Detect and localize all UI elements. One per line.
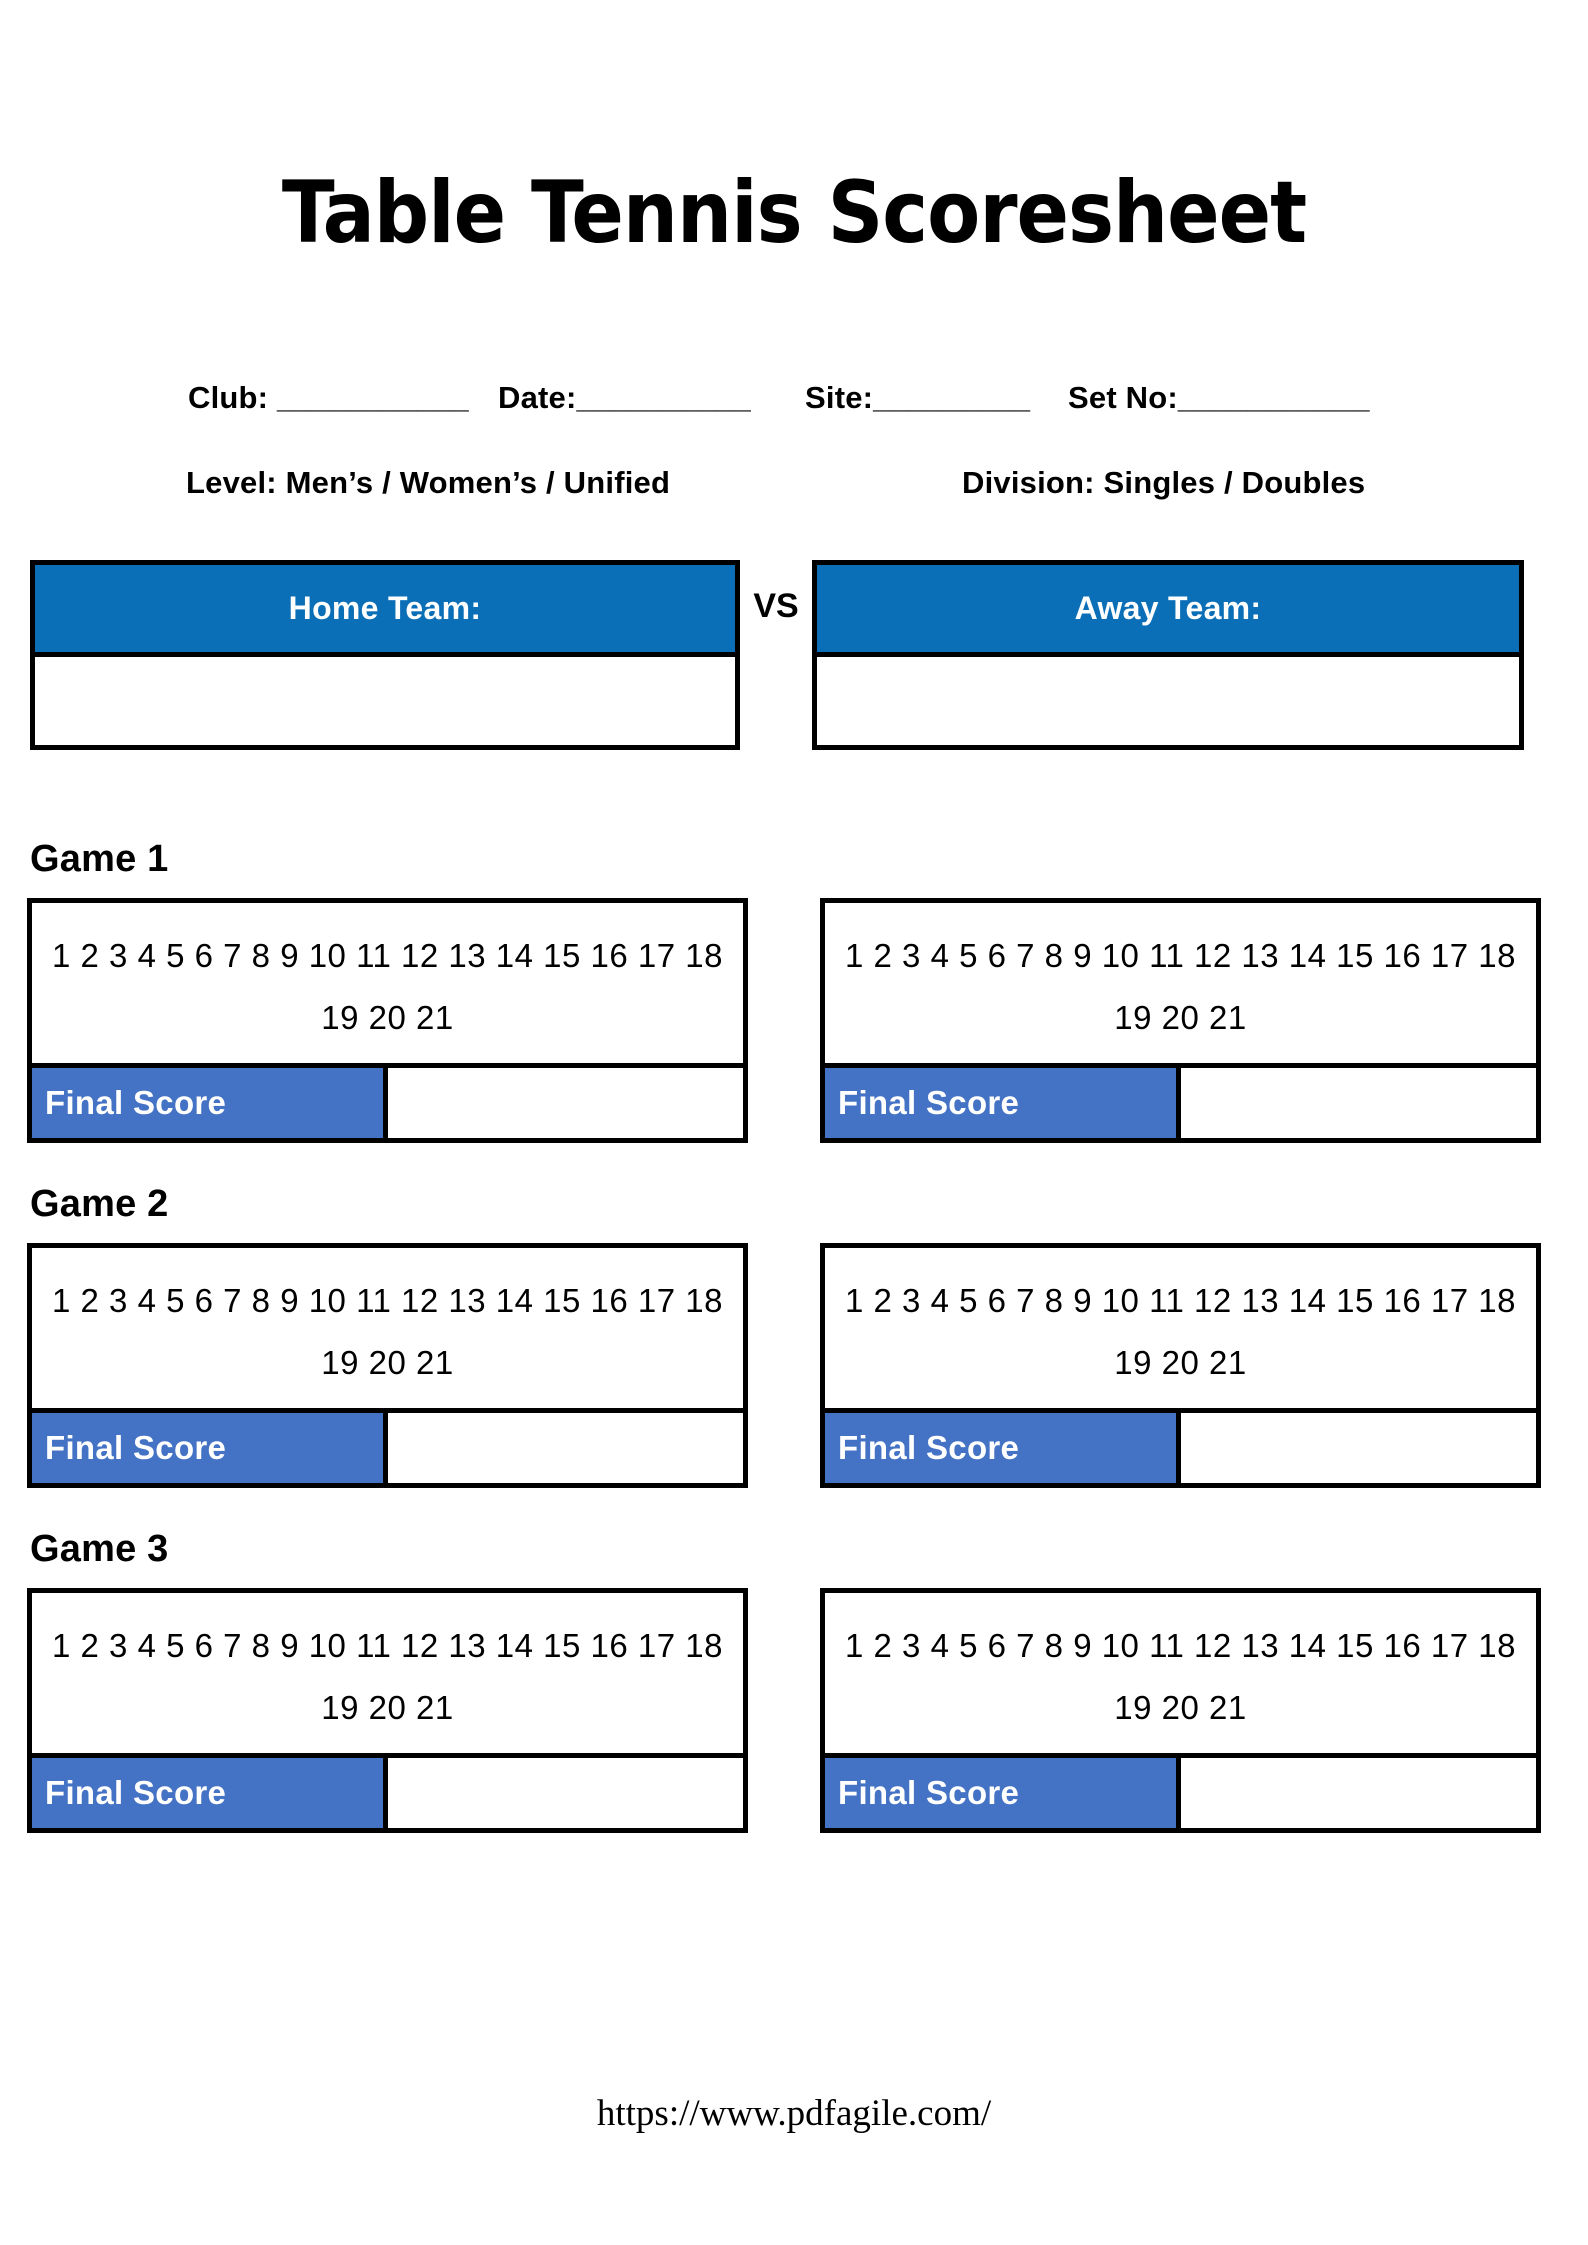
game-3-away-numbers-line-2: 19 20 21 [1114,1689,1247,1726]
game-2-home-final-row: Final Score [32,1413,743,1483]
game-1-home-final-score-label: Final Score [32,1068,388,1138]
game-1-away-numbers[interactable]: 1 2 3 4 5 6 7 8 9 10 11 12 13 14 15 16 1… [825,903,1536,1068]
game-1-away-numbers-line-1: 1 2 3 4 5 6 7 8 9 10 11 12 13 14 15 16 1… [845,937,1516,974]
game-1-home-final-score-input[interactable] [387,1068,743,1138]
game-2-away-final-row: Final Score [825,1413,1536,1483]
game-2-home-final-score-input[interactable] [387,1413,743,1483]
info-line-level-division: Level: Men’s / Women’s / Unified Divisio… [0,465,1588,505]
game-1-away-final-score-label: Final Score [825,1068,1181,1138]
game-grid-1: 1 2 3 4 5 6 7 8 9 10 11 12 13 14 15 16 1… [0,898,1588,1148]
game-label-2: Game 2 [30,1183,169,1225]
game-3-home-final-score-input[interactable] [387,1758,743,1828]
game-3-home-score-box: 1 2 3 4 5 6 7 8 9 10 11 12 13 14 15 16 1… [27,1588,748,1833]
game-1-home-numbers[interactable]: 1 2 3 4 5 6 7 8 9 10 11 12 13 14 15 16 1… [32,903,743,1068]
game-3-away-final-score-label: Final Score [825,1758,1181,1828]
page-title: Table Tennis Scoresheet [281,163,1307,263]
game-3-home-numbers-line-2: 19 20 21 [321,1689,454,1726]
game-2-away-numbers-line-2: 19 20 21 [1114,1344,1247,1381]
away-team-box: Away Team: [812,560,1524,750]
game-2-away-final-score-label: Final Score [825,1413,1181,1483]
away-team-header: Away Team: [817,565,1519,657]
game-1-away-numbers-line-2: 19 20 21 [1114,999,1247,1036]
game-2-home-numbers-line-1: 1 2 3 4 5 6 7 8 9 10 11 12 13 14 15 16 1… [52,1282,723,1319]
game-label-3: Game 3 [30,1528,169,1570]
footer-url[interactable]: https://www.pdfagile.com/ [596,2093,992,2134]
game-3-away-numbers-line-1: 1 2 3 4 5 6 7 8 9 10 11 12 13 14 15 16 1… [845,1627,1516,1664]
game-3-away-final-row: Final Score [825,1758,1536,1828]
division-field[interactable]: Division: Singles / Doubles [962,465,1366,500]
date-field[interactable]: Date:__________ [498,380,751,415]
game-3-home-numbers-line-1: 1 2 3 4 5 6 7 8 9 10 11 12 13 14 15 16 1… [52,1627,723,1664]
home-team-header: Home Team: [35,565,735,657]
game-grid-3: 1 2 3 4 5 6 7 8 9 10 11 12 13 14 15 16 1… [0,1588,1588,1838]
game-1-home-final-row: Final Score [32,1068,743,1138]
home-team-input[interactable] [35,657,735,745]
home-team-box: Home Team: [30,560,740,750]
level-field[interactable]: Level: Men’s / Women’s / Unified [186,465,671,500]
game-1-away-score-box: 1 2 3 4 5 6 7 8 9 10 11 12 13 14 15 16 1… [820,898,1541,1143]
away-team-input[interactable] [817,657,1519,745]
game-1-home-numbers-line-2: 19 20 21 [321,999,454,1036]
game-2-home-final-score-label: Final Score [32,1413,388,1483]
game-2-home-score-box: 1 2 3 4 5 6 7 8 9 10 11 12 13 14 15 16 1… [27,1243,748,1488]
game-2-away-numbers[interactable]: 1 2 3 4 5 6 7 8 9 10 11 12 13 14 15 16 1… [825,1248,1536,1413]
game-3-away-score-box: 1 2 3 4 5 6 7 8 9 10 11 12 13 14 15 16 1… [820,1588,1541,1833]
game-grid-2: 1 2 3 4 5 6 7 8 9 10 11 12 13 14 15 16 1… [0,1243,1588,1493]
game-3-home-numbers[interactable]: 1 2 3 4 5 6 7 8 9 10 11 12 13 14 15 16 1… [32,1593,743,1758]
game-3-away-numbers[interactable]: 1 2 3 4 5 6 7 8 9 10 11 12 13 14 15 16 1… [825,1593,1536,1758]
set-no-field[interactable]: Set No:___________ [1068,380,1370,415]
game-2-away-score-box: 1 2 3 4 5 6 7 8 9 10 11 12 13 14 15 16 1… [820,1243,1541,1488]
game-3-away-final-score-input[interactable] [1180,1758,1536,1828]
game-3-home-final-row: Final Score [32,1758,743,1828]
game-2-away-numbers-line-1: 1 2 3 4 5 6 7 8 9 10 11 12 13 14 15 16 1… [845,1282,1516,1319]
site-field[interactable]: Site:_________ [805,380,1031,415]
vs-divider: VS [753,586,799,625]
game-2-home-numbers[interactable]: 1 2 3 4 5 6 7 8 9 10 11 12 13 14 15 16 1… [32,1248,743,1413]
game-2-home-numbers-line-2: 19 20 21 [321,1344,454,1381]
game-1-home-score-box: 1 2 3 4 5 6 7 8 9 10 11 12 13 14 15 16 1… [27,898,748,1143]
game-2-away-final-score-input[interactable] [1180,1413,1536,1483]
info-line-club-date-site-setno: Club: ___________ Date:__________ Site:_… [0,380,1588,420]
game-1-away-final-score-input[interactable] [1180,1068,1536,1138]
game-label-1: Game 1 [30,838,169,880]
game-3-home-final-score-label: Final Score [32,1758,388,1828]
game-1-home-numbers-line-1: 1 2 3 4 5 6 7 8 9 10 11 12 13 14 15 16 1… [52,937,723,974]
club-field[interactable]: Club: ___________ [188,380,469,415]
game-1-away-final-row: Final Score [825,1068,1536,1138]
teams-section: Home Team: VS Away Team: [0,560,1588,770]
